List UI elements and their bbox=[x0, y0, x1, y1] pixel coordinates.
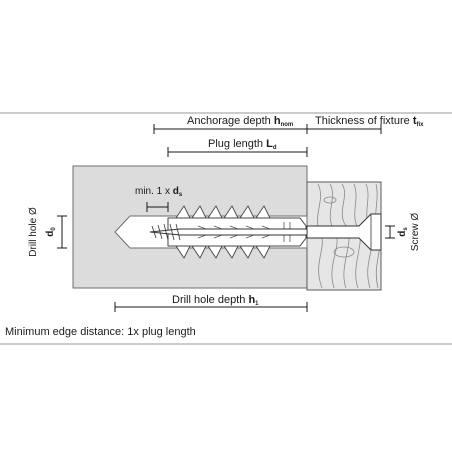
thickness-of-fixture-label: Thickness of fixture tfix bbox=[315, 115, 424, 128]
screw-head bbox=[306, 213, 382, 251]
drill-hole-depth-dimension bbox=[114, 302, 308, 312]
thickness-of-fixture-dimension bbox=[307, 124, 382, 134]
screw bbox=[149, 223, 308, 241]
drill-hole-diameter-label: Drill hole Ø bbox=[28, 207, 39, 257]
min-distance-dimension bbox=[146, 202, 169, 212]
drill-hole-diameter-symbol: d0 bbox=[45, 227, 57, 237]
min-distance-label: min. 1 x ds bbox=[135, 186, 183, 198]
screw-diameter-dimension bbox=[385, 225, 395, 239]
drill-hole-diameter-dimension bbox=[57, 215, 67, 249]
anchorage-depth-label: Anchorage depth hnom bbox=[187, 115, 293, 128]
edge-distance-footnote: Minimum edge distance: 1x plug length bbox=[5, 326, 196, 338]
drill-hole-depth-label: Drill hole depth h1 bbox=[172, 294, 259, 307]
screw-diameter-symbol: ds bbox=[397, 227, 409, 237]
screw-diameter-label: Screw Ø bbox=[410, 213, 421, 252]
plug-length-dimension bbox=[167, 147, 308, 157]
plug-length-label: Plug length Ld bbox=[208, 138, 277, 151]
